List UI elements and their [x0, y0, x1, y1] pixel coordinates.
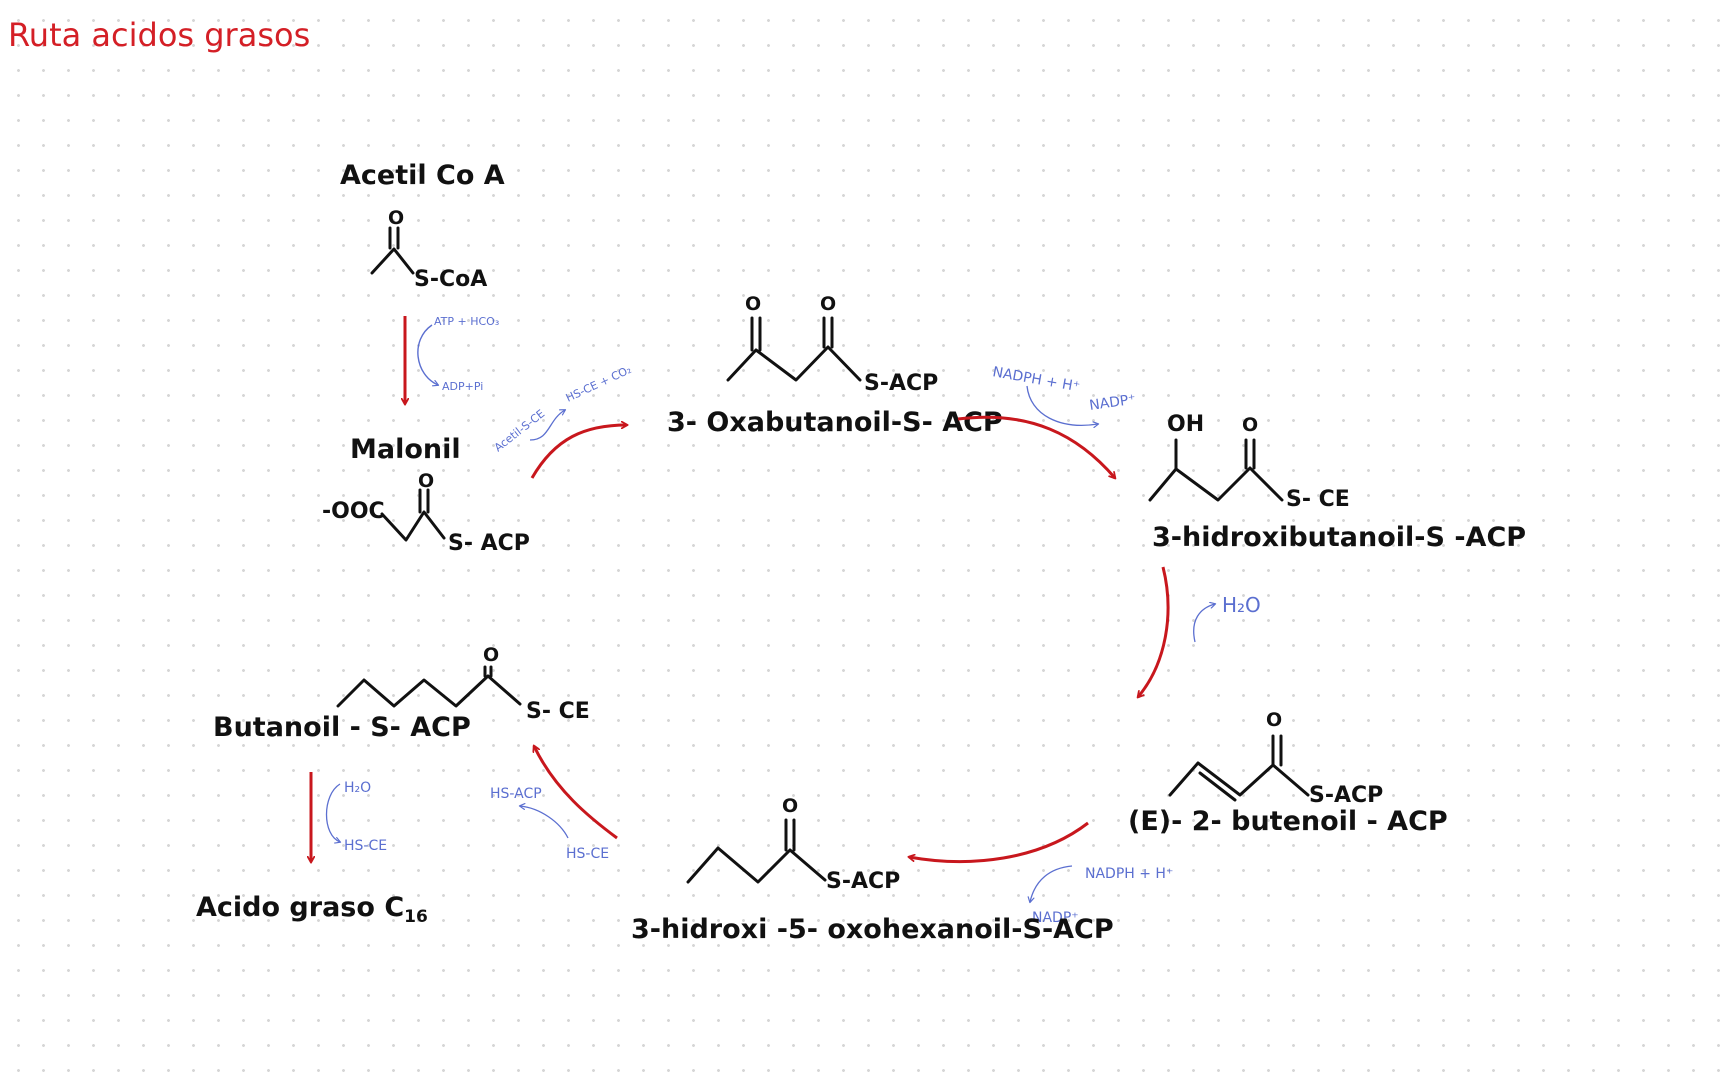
oxohexanoyl-carbonyl-o: O — [782, 795, 798, 817]
acetyl-coa-name: Acetil Co A — [340, 160, 505, 191]
acetyl-coa-bonds — [370, 226, 415, 275]
fatty-acid-subscript: 16 — [404, 907, 428, 927]
oxobutanoyl-bonds — [726, 316, 862, 382]
step6-cofactor-in: HS-CE — [566, 846, 609, 862]
arrow-butenoyl-to-oxohexanoyl — [909, 821, 1089, 864]
fatty-acid-label: Acido graso C — [196, 892, 404, 923]
arrow-oxobutanoyl-to-hydroxybutanoyl — [957, 415, 1115, 478]
butanoyl-name: Butanoil - S- ACP — [213, 712, 471, 743]
butanoyl-group: S- CE — [526, 699, 590, 724]
final-cofactor-out: HS-CE — [344, 838, 387, 854]
butenoyl-name: (E)- 2- butenoil - ACP — [1128, 806, 1448, 837]
step4-cofactor-arrow — [1193, 601, 1217, 643]
step3-cofactor-in: NADPH + H⁺ — [991, 364, 1081, 395]
step5-cofactor-out: NADP⁺ — [1032, 910, 1079, 926]
step2-cofactor-out: HS-CE + CO₂ — [564, 363, 634, 405]
oxobutanoyl-group: S-ACP — [864, 371, 938, 396]
oxohexanoyl-group: S-ACP — [826, 869, 900, 894]
hydroxybutanoyl: OH O S- CE 3-hidroxibutanoil-S -ACP — [1148, 412, 1526, 553]
oxohexanoyl-name: 3-hidroxi -5- oxohexanoil-S-ACP — [631, 914, 1114, 945]
malonyl: Malonil -OOC O S- ACP — [322, 434, 530, 556]
oxohexanoyl: O S-ACP 3-hidroxi -5- oxohexanoil-S-ACP — [631, 795, 1114, 945]
oxobutanoyl-carbonyl-o-2: O — [820, 293, 836, 315]
oxohexanoyl-bonds — [686, 818, 827, 884]
oxobutanoyl: O O S-ACP 3- Oxabutanoil-S- ACP — [667, 293, 1003, 438]
acetyl-coa-group: S-CoA — [414, 267, 487, 292]
step5-cofactor-in: NADPH + H⁺ — [1085, 866, 1173, 882]
step4-cofactor-out: H₂O — [1222, 593, 1261, 617]
butanoyl-bonds — [336, 665, 522, 708]
hydroxybutanoyl-carbonyl-o: O — [1242, 414, 1258, 436]
malonyl-bonds — [380, 488, 446, 542]
step1-cofactor-out: ADP+Pi — [442, 380, 483, 393]
step2-cofactor-arrow — [529, 409, 567, 441]
hydroxybutanoyl-bonds — [1148, 438, 1284, 502]
butenoyl-group: S-ACP — [1309, 783, 1383, 808]
arrow-oxohexanoyl-to-butanoyl — [534, 746, 618, 840]
page-title: Ruta acidos grasos — [8, 16, 310, 54]
malonyl-name: Malonil — [350, 434, 461, 465]
butanoyl: O S- CE Butanoil - S- ACP — [213, 644, 590, 743]
hydroxybutanoyl-group: S- CE — [1286, 487, 1350, 512]
final-cofactor-arrow — [326, 783, 342, 844]
acetyl-coa-carbonyl-o: O — [388, 207, 404, 229]
oxobutanoyl-carbonyl-o-1: O — [745, 293, 761, 315]
step1-cofactor-arrow — [417, 324, 440, 387]
final-cofactor-in: H₂O — [344, 780, 371, 796]
acetyl-coa: Acetil Co A O S-CoA — [340, 160, 505, 292]
step2-cofactor-in: Acetil-S-CE — [492, 407, 547, 454]
step6-cofactor-out: HS-ACP — [490, 786, 542, 802]
malonyl-group: S- ACP — [448, 531, 530, 556]
butenoyl-bonds — [1168, 734, 1310, 802]
butenoyl-carbonyl-o: O — [1266, 709, 1282, 731]
fatty-acid: Acido graso C16 — [196, 892, 428, 927]
butenoyl: O S-ACP (E)- 2- butenoil - ACP — [1128, 709, 1448, 837]
step5-cofactor-arrow — [1027, 865, 1073, 904]
arrow-malonyl-to-oxobutanoyl — [530, 425, 627, 479]
oxobutanoyl-name: 3- Oxabutanoil-S- ACP — [667, 407, 1003, 438]
arrow-hydroxybutanoyl-to-butenoyl — [1138, 566, 1170, 697]
butanoyl-carbonyl-o: O — [483, 644, 499, 666]
step6-cofactor-arrow — [518, 802, 569, 839]
step3-cofactor-out: NADP⁺ — [1088, 392, 1136, 414]
fatty-acid-name: Acido graso C16 — [196, 892, 428, 927]
hydroxybutanoyl-name: 3-hidroxibutanoil-S -ACP — [1152, 522, 1526, 553]
step3-cofactor-arrow — [1026, 385, 1100, 429]
hydroxybutanoyl-hydroxyl: OH — [1167, 412, 1204, 437]
malonyl-carboxylate: -OOC — [322, 499, 385, 524]
step1-cofactor-in: ATP + HCO₃ — [434, 315, 499, 328]
malonyl-carbonyl-o: O — [418, 470, 434, 492]
